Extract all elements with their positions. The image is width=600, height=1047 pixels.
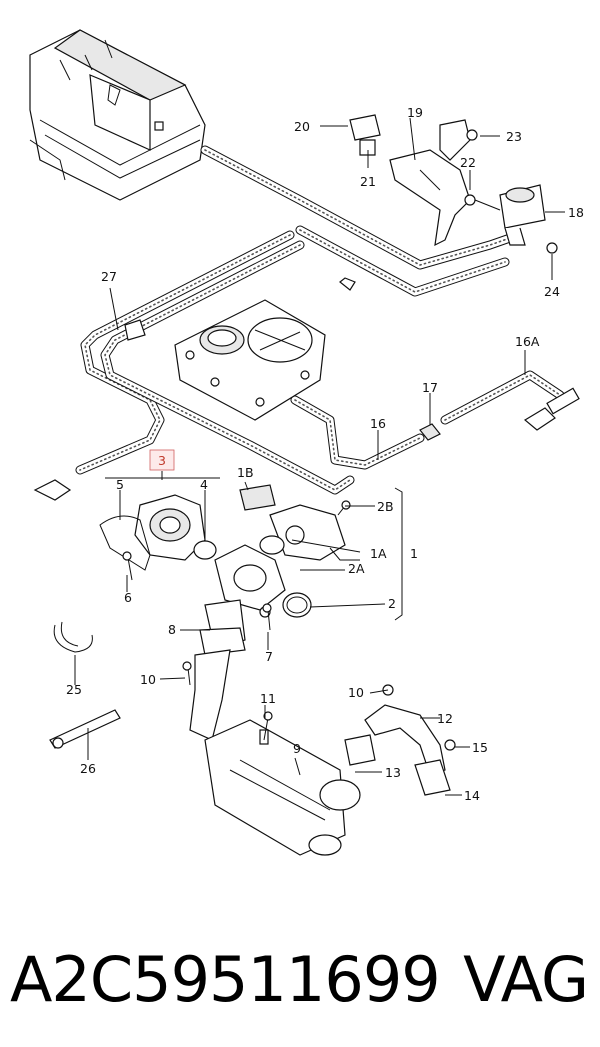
callout-24: 24 xyxy=(544,284,560,299)
callout-27: 27 xyxy=(101,269,117,284)
callout-8: 8 xyxy=(168,622,176,637)
clamp xyxy=(53,621,93,653)
hose-16 xyxy=(290,395,425,470)
callout-1: 1 xyxy=(410,546,418,561)
brand-name: VAG xyxy=(463,943,589,1016)
callout-18: 18 xyxy=(568,205,584,220)
callout-12: 12 xyxy=(437,711,453,726)
hose-upper xyxy=(200,145,515,270)
callout-17: 17 xyxy=(422,380,438,395)
egr-flange xyxy=(199,544,312,656)
hose-long-lower xyxy=(100,240,355,495)
vacuum-hoses xyxy=(75,145,565,495)
callout-20: 20 xyxy=(294,119,310,134)
callout-19: 19 xyxy=(407,105,423,120)
egr-cooler xyxy=(189,649,361,856)
hose-16A xyxy=(440,370,565,425)
callout-1A: 1A xyxy=(370,546,387,561)
hose-middle xyxy=(295,225,510,297)
footer-caption: A2C59511699 VAG xyxy=(0,925,600,1035)
callout-7: 7 xyxy=(265,649,273,664)
callout-11: 11 xyxy=(260,691,276,706)
callout-2: 2 xyxy=(388,596,396,611)
callout-labels: 20 19 23 21 22 18 24 27 16A 17 16 3 1B 5… xyxy=(66,105,584,803)
callout-23: 23 xyxy=(506,129,522,144)
egr-exploded-diagram: 20 19 23 21 22 18 24 27 16A 17 16 3 1B 5… xyxy=(29,29,584,856)
solenoid-assembly xyxy=(349,114,558,254)
callout-4: 4 xyxy=(200,477,208,492)
callout-2A: 2A xyxy=(348,561,365,576)
callout-22: 22 xyxy=(460,155,476,170)
callout-10-right: 10 xyxy=(348,685,364,700)
callout-13: 13 xyxy=(385,765,401,780)
callout-16: 16 xyxy=(370,416,386,431)
egr-pipe xyxy=(344,684,456,796)
callout-2B: 2B xyxy=(377,499,394,514)
engine-cover xyxy=(29,29,206,201)
egr-actuator xyxy=(239,484,346,561)
callout-15: 15 xyxy=(472,740,488,755)
callout-9: 9 xyxy=(293,741,301,756)
callout-1B: 1B xyxy=(237,465,254,480)
connector xyxy=(49,709,121,749)
vacuum-pump xyxy=(174,299,326,421)
callout-16A: 16A xyxy=(515,334,540,349)
callout-14: 14 xyxy=(464,788,480,803)
callout-26: 26 xyxy=(80,761,96,776)
egr-valve xyxy=(99,494,217,571)
bolts xyxy=(122,500,351,741)
check-valves xyxy=(33,387,580,501)
part-number: A2C59511699 xyxy=(10,943,441,1016)
callout-5: 5 xyxy=(116,477,124,492)
callout-25: 25 xyxy=(66,682,82,697)
leader-lines xyxy=(74,117,565,796)
callout-10-left: 10 xyxy=(140,672,156,687)
callout-3: 3 xyxy=(158,453,166,468)
callout-3-highlight-box xyxy=(149,449,175,471)
callout-6: 6 xyxy=(124,590,132,605)
callout-21: 21 xyxy=(360,174,376,189)
